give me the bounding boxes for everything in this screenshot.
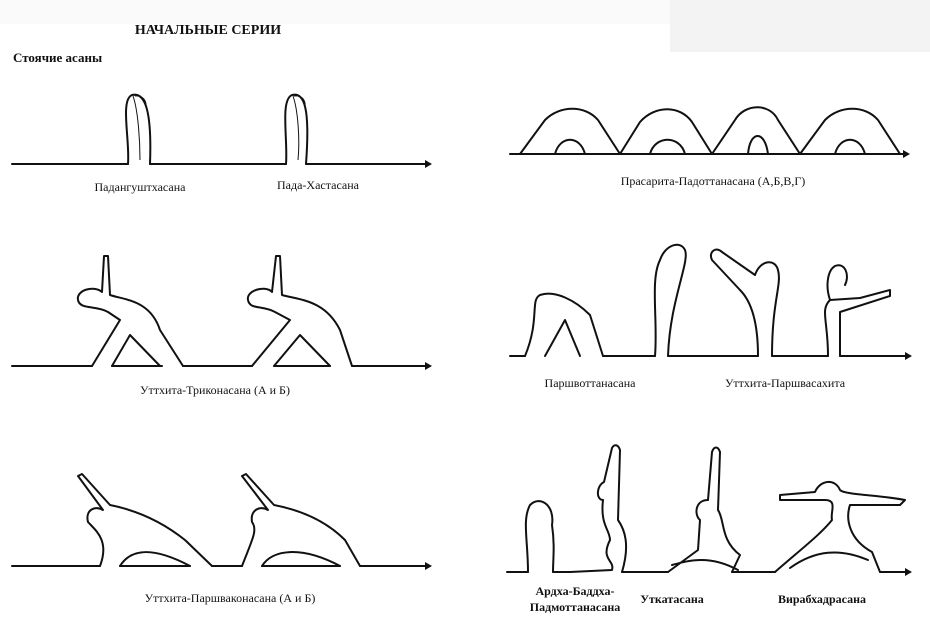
pose-label: Уттхита-Триконасана (А и Б) <box>140 383 290 397</box>
baseline-row1-left <box>11 160 432 168</box>
pose-label: Пада-Хастасана <box>276 178 360 192</box>
baseline-row2-left <box>11 362 432 370</box>
pose-label: Вирабхадрасана <box>777 592 867 606</box>
figure-parshvottanasana <box>524 292 604 357</box>
baseline-row2-right <box>509 352 912 360</box>
section-title: Стоячие асаны <box>13 50 103 65</box>
figure-parshvasahita-side <box>710 248 780 357</box>
figure-virabhadrasana-2 <box>774 481 906 573</box>
pose-label: Паршвоттанасана <box>544 376 636 390</box>
baseline-row3-right <box>506 568 912 576</box>
pose-label: Падангуштхасана <box>94 180 186 194</box>
figure-parshvasahita-leg <box>823 264 891 357</box>
figure-virabhadrasana-1 <box>667 446 741 573</box>
pose-label: Прасарита-Падоттанасана (А,Б,В,Г) <box>620 174 806 188</box>
figure-parshvakonasana-a <box>77 473 213 567</box>
figure-utkatasana <box>569 444 628 573</box>
figure-ardha-baddha-padmottanasana <box>524 500 555 573</box>
figure-prasarita-b <box>619 108 713 155</box>
pose-label: Уттхита-Паршвасахита <box>724 376 846 390</box>
scan-corner <box>670 0 930 52</box>
figure-prasarita-d <box>799 107 901 155</box>
figure-prasarita-c <box>711 106 801 155</box>
pose-label: Уткатасана <box>640 592 704 606</box>
pose-label: Уттхита-Паршваконасана (А и Б) <box>144 591 316 605</box>
figure-prasarita-a <box>519 107 621 155</box>
pose-label: Ардха-Баддха- <box>535 584 615 598</box>
baseline-row3-left <box>11 562 432 570</box>
baseline-row1-right <box>509 150 910 158</box>
figure-padangushthasana <box>125 93 152 165</box>
figure-trikonasana-b <box>246 255 353 367</box>
figure-pada-hastasana <box>284 93 309 165</box>
figure-trikonasana-a <box>76 255 184 367</box>
page-title: НАЧАЛЬНЫЕ СЕРИИ <box>134 23 282 38</box>
figure-parshvakonasana-b <box>241 473 361 567</box>
figure-hasta-padangushthasana-front <box>653 243 687 357</box>
pose-label-line2: Падмоттанасана <box>529 600 621 614</box>
